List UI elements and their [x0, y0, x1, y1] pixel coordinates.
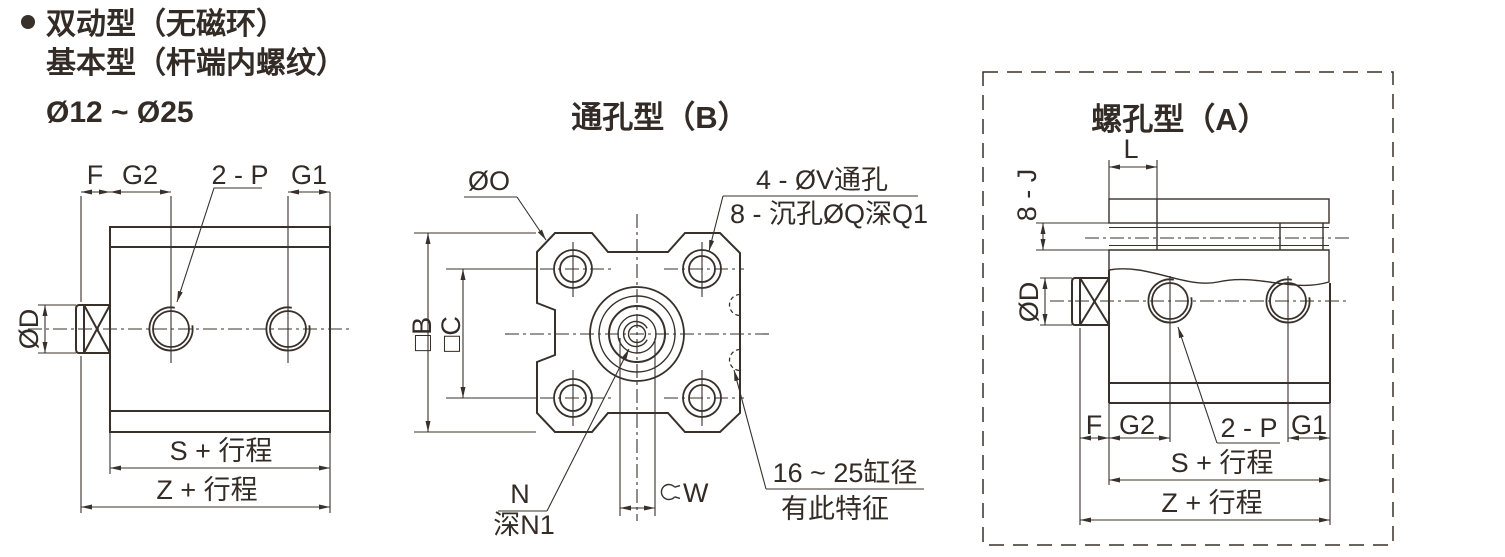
dim-g1: G1	[1291, 410, 1327, 440]
front-view-extension-lines	[414, 232, 656, 516]
center-bore-circles	[589, 286, 685, 382]
front-body-outline	[536, 232, 741, 433]
bullet-icon	[21, 15, 35, 29]
dim-z-stroke: Z + 行程	[1161, 488, 1262, 518]
dim-n-depth: 深N1	[493, 510, 555, 540]
threaded-view-dimension-lines	[1040, 164, 1330, 523]
through-hole-view: 通孔型（B）	[407, 100, 928, 540]
threaded-view-extension-lines	[1036, 160, 1331, 525]
header-bore-range: Ø12 ~ Ø25	[46, 96, 194, 129]
feature-leader	[733, 369, 767, 490]
dim-f: F	[87, 160, 104, 190]
thread-section	[1085, 198, 1352, 286]
through-view-title: 通孔型（B）	[571, 100, 748, 135]
side-view: F G2 2 - P G1 ØD S + 行程 Z + 行程	[14, 160, 350, 513]
dim-rod-diameter: ØD	[14, 309, 44, 350]
note-through-holes: 4 - ØV通孔	[756, 165, 888, 195]
threaded-hole-view: 螺孔型（A）	[982, 71, 1394, 546]
feature-note-line2: 有此特征	[781, 494, 889, 524]
rod-end-cap	[1071, 277, 1081, 326]
dim-f: F	[1086, 410, 1103, 440]
front-view-centerlines	[505, 214, 772, 521]
header-line2: 基本型（杆端内螺纹）	[46, 46, 346, 80]
dim-z-stroke: Z + 行程	[156, 475, 257, 505]
threaded-body-outline	[1071, 270, 1331, 404]
dim-s-stroke: S + 行程	[1171, 448, 1274, 478]
dim-body-dia: ØO	[468, 166, 510, 196]
body-dia-leader	[516, 196, 547, 241]
feature-note-line1: 16 ~ 25缸径	[773, 458, 918, 488]
dim-s-stroke: S + 行程	[170, 436, 273, 466]
dim-8j: 8 - J	[1012, 169, 1042, 222]
front-view-dimension-lines	[425, 195, 924, 512]
port-leader-line	[176, 187, 262, 303]
dim-2p: 2 - P	[211, 160, 268, 190]
rod-thread-arc	[622, 320, 648, 348]
port-leader-line	[1177, 326, 1218, 444]
mount-hole-leader	[708, 195, 724, 252]
dim-l: L	[1123, 134, 1138, 164]
side-view-dimension-lines	[42, 187, 330, 510]
rod-thread-leader	[546, 348, 630, 512]
dim-c-square: □C	[436, 316, 466, 352]
dim-w: W	[683, 478, 709, 508]
wrench-icon	[660, 483, 681, 501]
dim-n: N	[510, 479, 530, 509]
section-lower-hatch	[1108, 249, 1330, 286]
dim-g2: G2	[1119, 410, 1155, 440]
panel-dashed-border	[982, 71, 1394, 546]
dim-2p: 2 - P	[1220, 413, 1277, 443]
header: 双动型（无磁环） 基本型（杆端内螺纹） Ø12 ~ Ø25	[21, 7, 346, 129]
dim-g2: G2	[122, 160, 158, 190]
threaded-view-title: 螺孔型（A）	[1091, 102, 1268, 137]
dim-g1: G1	[291, 160, 327, 190]
note-counterbores: 8 - 沉孔ØQ深Q1	[730, 199, 928, 229]
bore16-25-feature-arcs	[728, 293, 741, 372]
rod-end-cap	[75, 304, 85, 354]
header-line1: 双动型（无磁环）	[46, 7, 286, 41]
dim-rod-diameter: ØD	[1014, 282, 1044, 323]
dim-b-square: □B	[407, 317, 437, 351]
